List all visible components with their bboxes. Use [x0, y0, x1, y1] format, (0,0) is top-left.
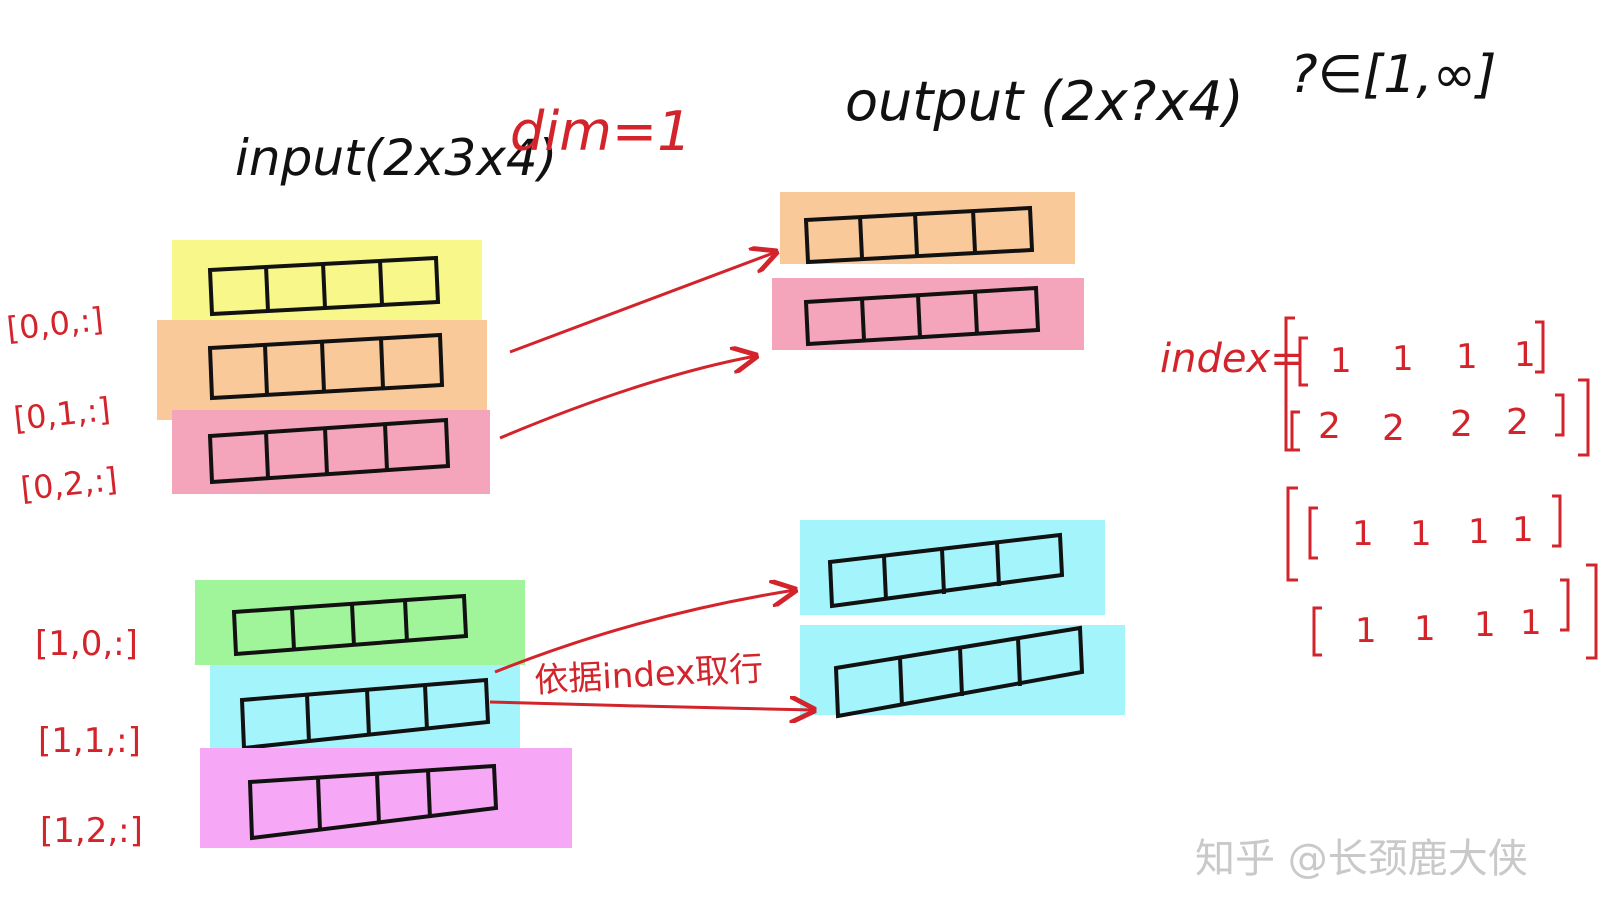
input-label: input(2x3x4)	[235, 129, 557, 187]
tensor-row-0-1	[207, 332, 445, 401]
index-label: index=	[1160, 336, 1304, 382]
index-val: 1	[1520, 603, 1542, 643]
highlight-yellow	[172, 240, 482, 325]
index-val: 1	[1474, 605, 1496, 645]
tensor-row-1-2	[247, 763, 499, 841]
row-label-1-2: [1,2,:]	[40, 811, 143, 851]
index-val: 1	[1414, 609, 1436, 649]
arrow-0-1-to-out	[509, 252, 776, 354]
row-label-0-2: [0,2,:]	[19, 460, 119, 508]
input-batch-1	[195, 580, 572, 848]
input-batch-0	[157, 240, 490, 494]
highlight-magenta	[200, 748, 572, 848]
arrow-1-1-to-out-a	[494, 590, 795, 674]
arrow-1-1-to-out-b	[489, 702, 814, 710]
output-row-1-1	[833, 625, 1085, 719]
index-val: 1	[1410, 514, 1432, 554]
index-row-0: 1 1 1 1	[1330, 335, 1536, 381]
output-label: output (2x?x4)	[845, 70, 1244, 133]
index-val: 1	[1330, 341, 1352, 381]
index-val: 2	[1506, 402, 1529, 443]
index-row-3: 1 1 1 1	[1355, 603, 1542, 651]
index-val: 1	[1456, 337, 1478, 377]
row-label-1-0: [1,0,:]	[35, 624, 138, 664]
tensor-row-1-1	[239, 677, 491, 751]
gather-note: 依据index取行	[533, 649, 764, 701]
index-val: 2	[1450, 404, 1473, 445]
row-labels: [0,0,:] [0,1,:] [0,2,:] [1,0,:] [1,1,:] …	[5, 300, 143, 851]
output-row-0-0	[803, 205, 1035, 265]
index-val: 2	[1382, 408, 1405, 449]
tensor-row-1-0	[231, 593, 469, 657]
index-val: 1	[1352, 514, 1374, 554]
index-val: 1	[1355, 611, 1377, 651]
output-batch-1	[800, 520, 1125, 719]
range-label: ?∈[1,∞]	[1290, 45, 1496, 105]
index-val: 1	[1512, 510, 1534, 550]
index-val: 1	[1514, 335, 1536, 375]
index-row-1: 2 2 2 2	[1318, 402, 1529, 449]
tensor-row-0-0	[207, 255, 441, 317]
output-row-1-0	[827, 532, 1065, 609]
row-label-1-1: [1,1,:]	[38, 721, 141, 761]
arrow-0-2-to-out	[499, 356, 756, 440]
index-val: 2	[1318, 406, 1341, 447]
row-label-0-1: [0,1,:]	[12, 390, 112, 438]
highlight-green	[195, 580, 525, 665]
index-val: 1	[1392, 339, 1414, 379]
dim-label: dim=1	[510, 100, 692, 163]
row-label-0-0: [0,0,:]	[5, 300, 105, 348]
index-row-2: 1 1 1 1	[1352, 510, 1534, 554]
index-tensor: index= 1 1 1 1 2 2	[1160, 316, 1598, 660]
gather-arrows	[489, 252, 814, 710]
index-brackets	[1284, 316, 1598, 660]
watermark: 知乎 @长颈鹿大侠	[1195, 836, 1528, 882]
output-batch-0	[772, 192, 1084, 350]
index-val: 1	[1468, 512, 1490, 552]
tensor-row-0-2	[207, 417, 451, 485]
output-row-0-1	[803, 285, 1041, 347]
